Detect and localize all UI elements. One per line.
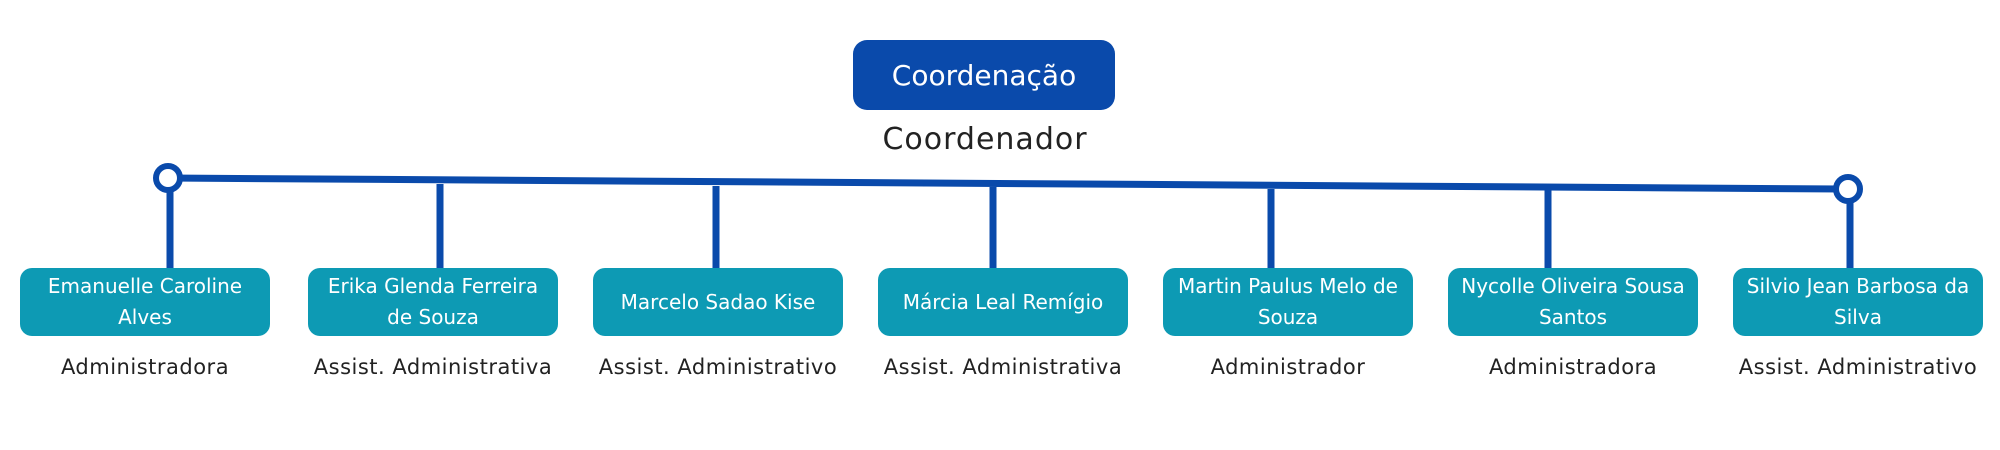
member-role-6: Administradora <box>1488 355 1658 379</box>
member-role-7: Assist. Administrativo <box>1738 355 1978 379</box>
member-box-6: Nycolle Oliveira Sousa Santos <box>1448 268 1698 336</box>
right-end-node <box>1833 174 1863 204</box>
left-end-node <box>153 163 183 193</box>
member-name-3: Marcelo Sadao Kise <box>620 289 816 314</box>
member-name-5: Martin Paulus Melo de Souza <box>1178 274 1398 329</box>
member-name-1: Emanuelle Caroline Alves <box>47 274 243 329</box>
member-name-7: Silvio Jean Barbosa da Silva <box>1746 274 1970 329</box>
member-role-4: Assist. Administrativa <box>883 355 1123 379</box>
member-box-4: Márcia Leal Remígio <box>878 268 1128 336</box>
member-box-2: Erika Glenda Ferreira de Souza <box>308 268 558 336</box>
coordination-title: Coordenação <box>891 58 1077 92</box>
coordination-box: Coordenação <box>853 40 1115 110</box>
member-name-4: Márcia Leal Remígio <box>902 289 1104 314</box>
member-name-6: Nycolle Oliveira Sousa Santos <box>1461 274 1685 329</box>
horizontal-branch-line <box>167 174 1843 193</box>
member-box-1: Emanuelle Caroline Alves <box>20 268 270 336</box>
member-role-3: Assist. Administrativo <box>598 355 838 379</box>
member-role-1: Administradora <box>60 355 230 379</box>
member-role-5: Administrador <box>1210 355 1366 379</box>
member-box-7: Silvio Jean Barbosa da Silva <box>1733 268 1983 336</box>
member-name-2: Erika Glenda Ferreira de Souza <box>327 274 539 329</box>
member-box-5: Martin Paulus Melo de Souza <box>1163 268 1413 336</box>
member-role-2: Assist. Administrativa <box>313 355 553 379</box>
coordination-role: Coordenador <box>882 122 1088 157</box>
member-box-3: Marcelo Sadao Kise <box>593 268 843 336</box>
